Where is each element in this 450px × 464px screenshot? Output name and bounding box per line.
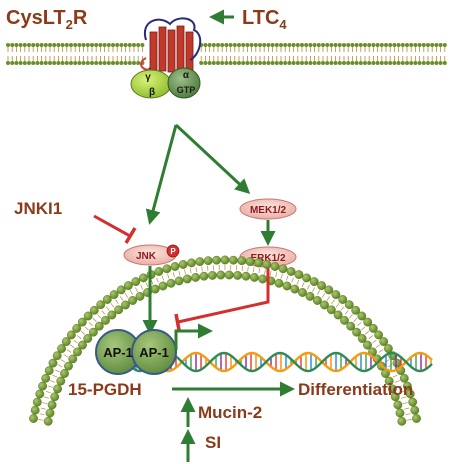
mucin-label: Mucin-2: [198, 403, 262, 422]
phospho-label: P: [170, 247, 176, 256]
plasma-membrane: [6, 43, 447, 65]
si-label: SI: [205, 433, 221, 452]
mek-node: [239, 198, 297, 220]
g-protein-complex: γ β α GTP: [130, 67, 201, 99]
jnki1-label: JNKI1: [14, 199, 62, 218]
arrow-to-jnk: [145, 124, 178, 225]
jnki1-inhibition-line: [93, 214, 131, 238]
differentiation-label: Differentiation: [298, 380, 413, 399]
nuclear-membrane: [29, 255, 421, 426]
erk-inhibition-bar: [174, 313, 181, 331]
erk-inhibition-line: [177, 268, 270, 324]
alpha-label: α: [183, 70, 190, 81]
g-alpha-subunit: [167, 67, 201, 99]
phospho-icon: [166, 244, 180, 258]
ap1-right-label: AP-1: [139, 345, 169, 360]
ap1-right-node: [131, 329, 177, 375]
erk-label: ERK1/2: [250, 253, 285, 264]
ap1-left-label: AP-1: [103, 345, 133, 360]
jnk-label: JNK: [136, 251, 157, 262]
pgdh-label: 15-PGDH: [68, 380, 142, 399]
mek-label: MEK1/2: [250, 205, 287, 216]
beta-label: β: [149, 87, 155, 98]
gtp-label: GTP: [177, 85, 196, 95]
transcription-start-arrow: [174, 323, 213, 350]
jnki1-inhibition-bar: [124, 227, 137, 244]
receptor-label: CysLT2R: [6, 7, 88, 32]
arrow-to-mek: [174, 123, 251, 195]
gamma-label: γ: [145, 72, 151, 83]
ligand-label: LTC4: [242, 7, 287, 32]
